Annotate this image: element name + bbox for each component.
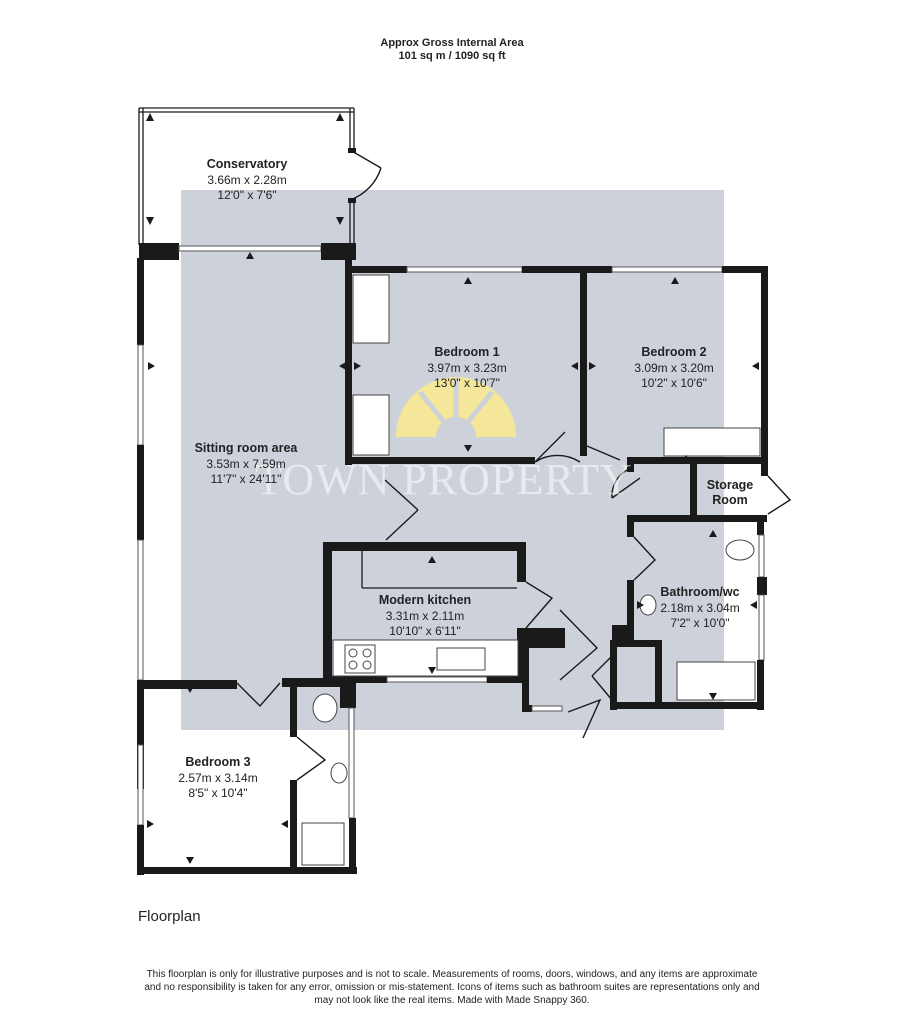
direction-markers <box>146 113 759 864</box>
room-label-bedroom-3: Bedroom 3 2.57m x 3.14m 8'5" x 10'4" <box>178 755 257 800</box>
svg-text:Storage: Storage <box>707 478 754 492</box>
svg-text:11'7" x 24'11": 11'7" x 24'11" <box>211 472 282 486</box>
svg-text:Conservatory: Conservatory <box>207 157 288 171</box>
svg-text:and no responsibility is taken: and no responsibility is taken for any e… <box>144 982 759 993</box>
svg-text:Bathroom/wc: Bathroom/wc <box>660 585 739 599</box>
area-value: 101 sq m / 1090 sq ft <box>399 50 506 62</box>
room-label-sitting-room: Sitting room area 3.53m x 7.59m 11'7" x … <box>195 441 299 486</box>
svg-text:Bedroom 3: Bedroom 3 <box>185 755 250 769</box>
svg-text:12'0" x 7'6": 12'0" x 7'6" <box>217 188 276 202</box>
svg-text:10'10" x 6'11": 10'10" x 6'11" <box>389 624 461 638</box>
room-label-kitchen: Modern kitchen 3.31m x 2.11m 10'10" x 6'… <box>379 593 471 638</box>
room-label-bathroom: Bathroom/wc 2.18m x 3.04m 7'2" x 10'0" <box>660 585 739 630</box>
svg-text:3.97m x 3.23m: 3.97m x 3.23m <box>427 361 506 375</box>
svg-text:Bedroom 1: Bedroom 1 <box>434 345 499 359</box>
svg-text:Room: Room <box>712 493 747 507</box>
svg-text:may not look like the real ite: may not look like the real items. Made w… <box>314 995 589 1006</box>
svg-text:7'2" x 10'0": 7'2" x 10'0" <box>670 616 729 630</box>
watermark-logo <box>396 377 516 439</box>
disclaimer: This floorplan is only for illustrative … <box>144 969 759 1006</box>
svg-text:13'0" x 10'7": 13'0" x 10'7" <box>434 376 500 390</box>
svg-text:This floorplan is only for ill: This floorplan is only for illustrative … <box>147 969 758 980</box>
room-label-storage: Storage Room <box>707 478 754 507</box>
svg-text:Modern kitchen: Modern kitchen <box>379 593 471 607</box>
svg-text:10'2" x 10'6": 10'2" x 10'6" <box>641 376 707 390</box>
svg-text:8'5" x 10'4": 8'5" x 10'4" <box>188 786 247 800</box>
svg-text:3.66m x 2.28m: 3.66m x 2.28m <box>207 173 286 187</box>
svg-text:3.53m x 7.59m: 3.53m x 7.59m <box>206 457 285 471</box>
svg-text:3.09m x 3.20m: 3.09m x 3.20m <box>634 361 713 375</box>
room-label-conservatory: Conservatory 3.66m x 2.28m 12'0" x 7'6" <box>207 157 288 202</box>
svg-text:Bedroom 2: Bedroom 2 <box>641 345 706 359</box>
svg-text:3.31m x 2.11m: 3.31m x 2.11m <box>386 609 464 623</box>
watermark-text: TOWN PROPERTY <box>255 455 632 504</box>
room-label-bedroom-1: Bedroom 1 3.97m x 3.23m 13'0" x 10'7" <box>427 345 506 390</box>
area-title: Approx Gross Internal Area <box>380 37 524 49</box>
svg-text:2.57m x 3.14m: 2.57m x 3.14m <box>178 771 257 785</box>
svg-text:2.18m x 3.04m: 2.18m x 3.04m <box>660 601 739 615</box>
door-swings <box>236 431 792 781</box>
conservatory-walls <box>138 107 382 245</box>
room-label-bedroom-2: Bedroom 2 3.09m x 3.20m 10'2" x 10'6" <box>634 345 713 390</box>
floor-label: Floorplan <box>138 908 201 925</box>
svg-text:Sitting room area: Sitting room area <box>195 441 299 455</box>
main-walls <box>137 243 768 875</box>
